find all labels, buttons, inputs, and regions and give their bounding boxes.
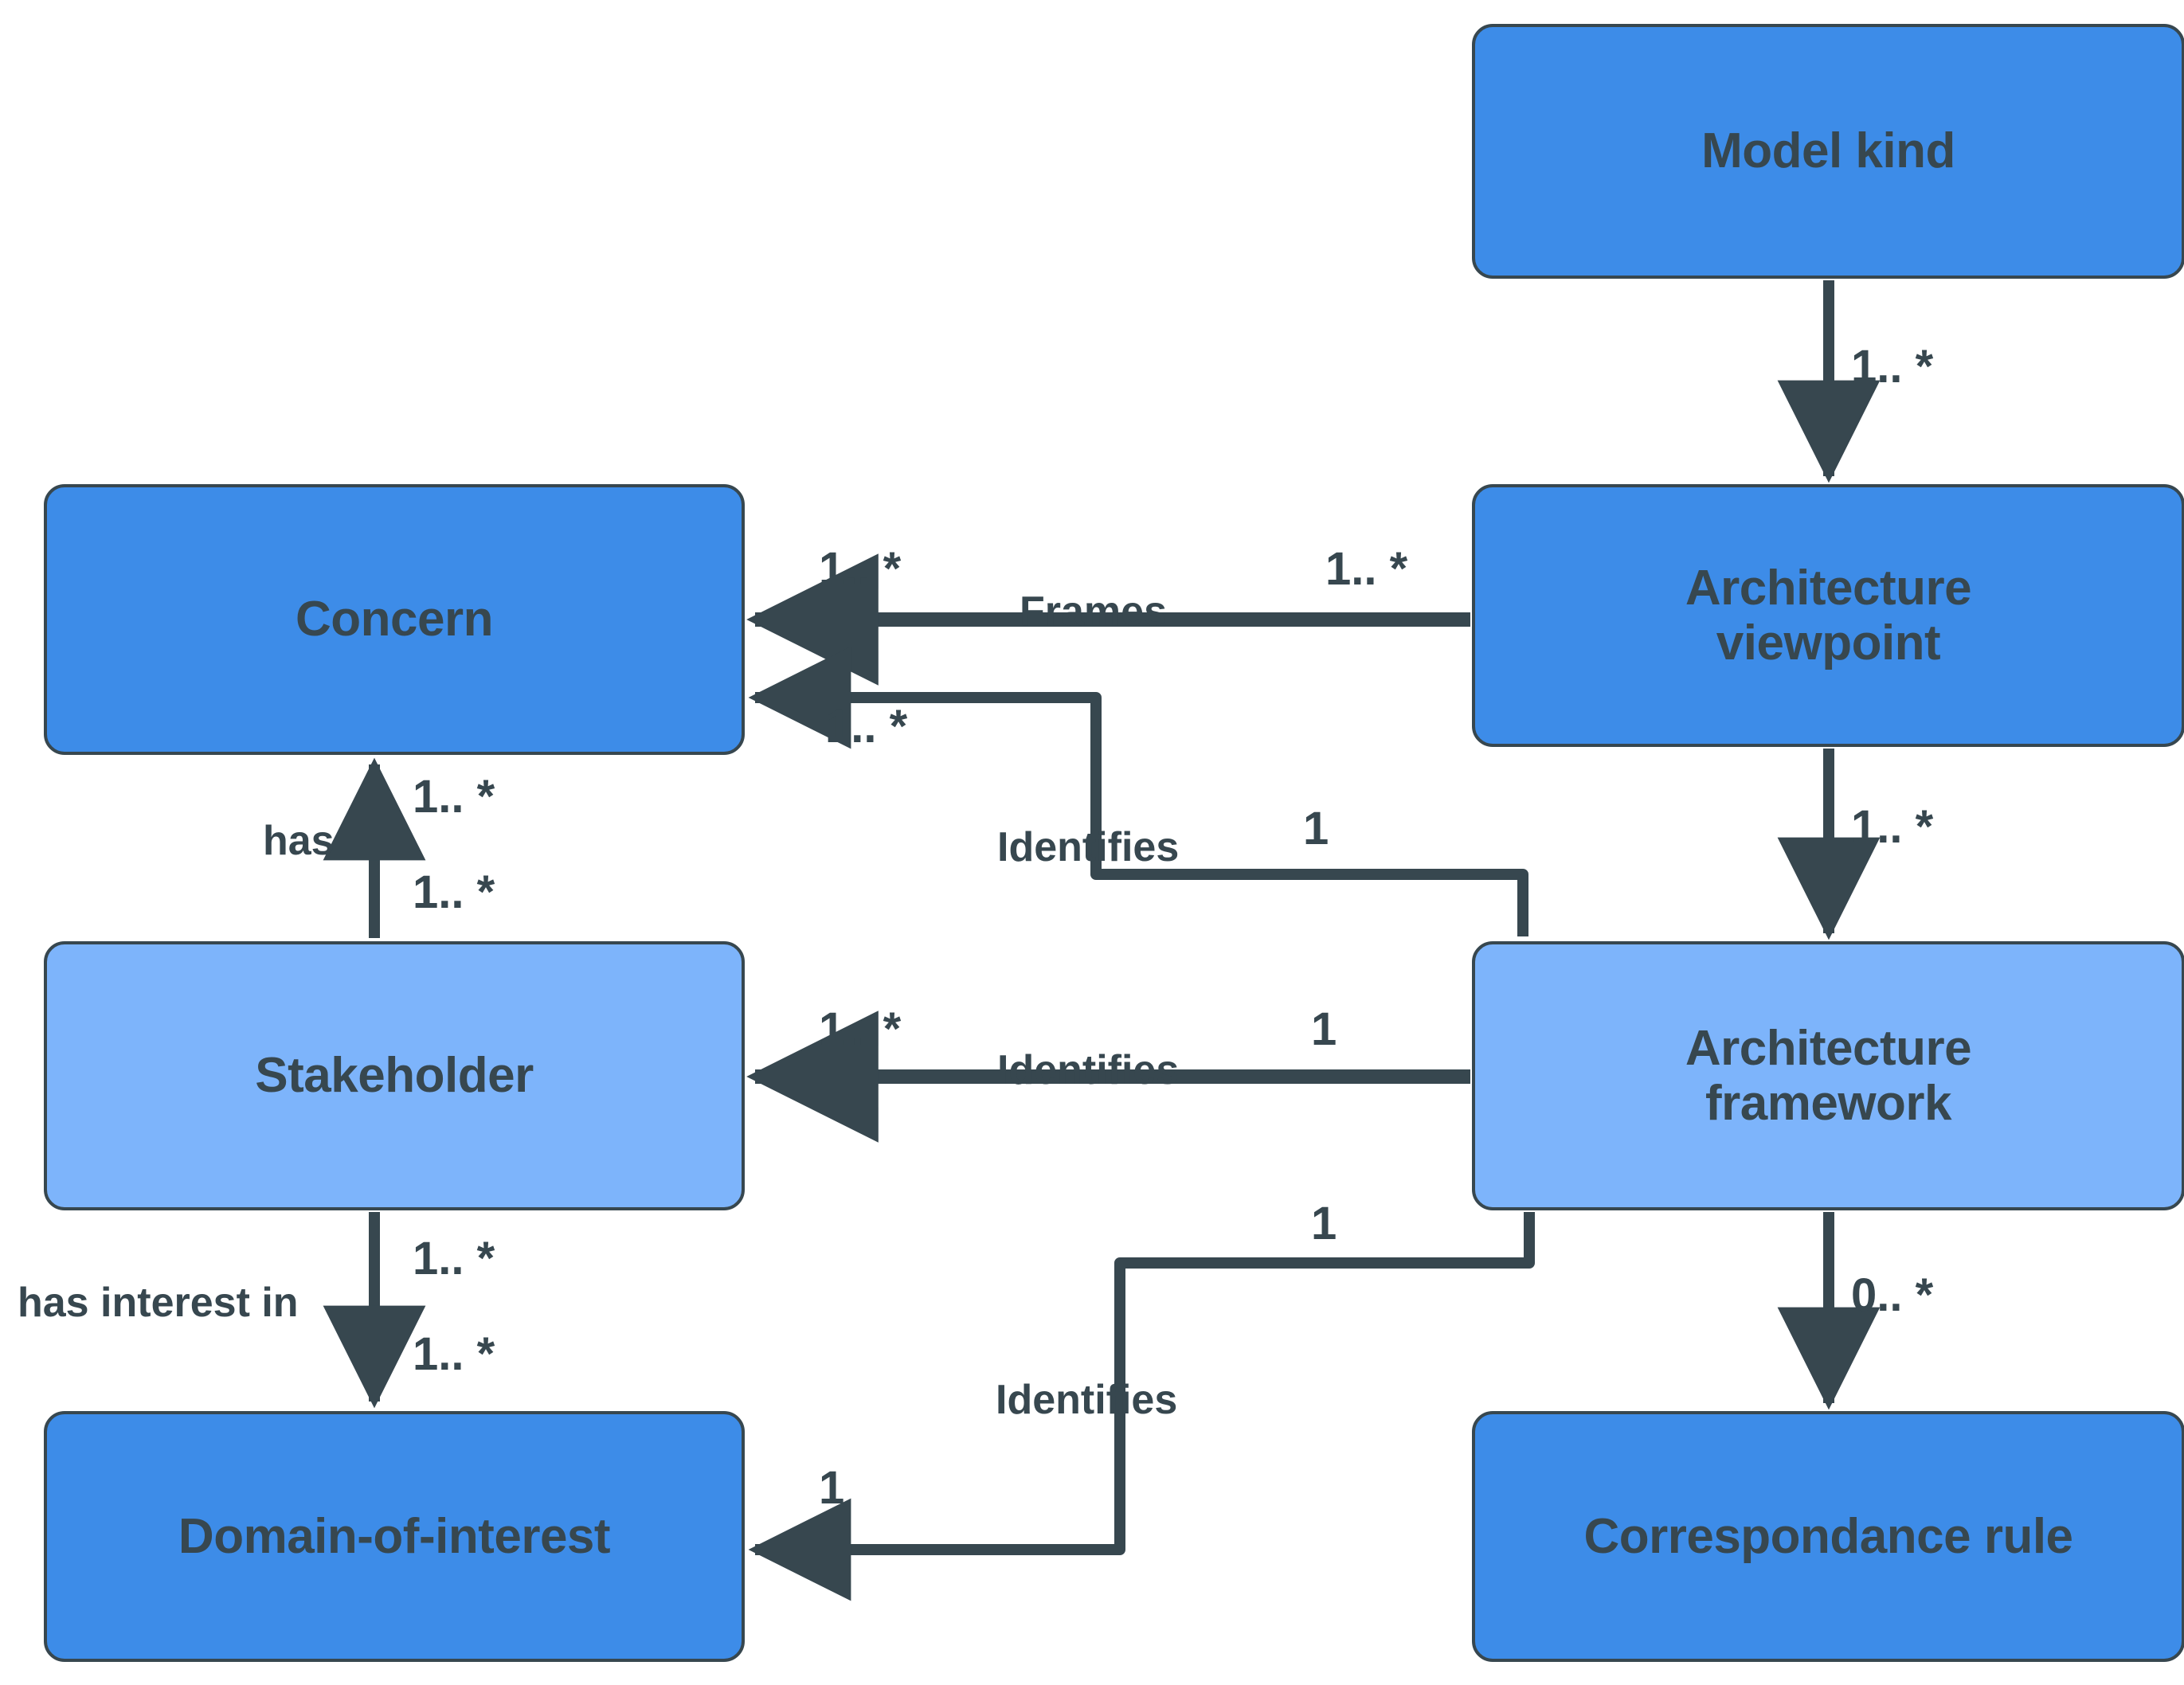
edge-label-model-kind-multiplicity: 1.. * [1851,341,1934,393]
edge-label-frames-right-multiplicity: 1.. * [1325,543,1408,595]
node-architecture-viewpoint[interactable]: Architecture viewpoint [1472,484,2184,747]
edge-label-identifies-concern: Identifies [997,824,1180,870]
edge-label-has: has [263,818,335,864]
edge-label-has-interest-bottom-multiplicity: 1.. * [413,1328,495,1380]
node-architecture-viewpoint-label-line2: viewpoint [1716,616,1941,670]
edge-label-identifies-stakeholder-right-multiplicity: 1 [1311,1003,1337,1055]
node-model-kind-label: Model kind [1701,123,1955,179]
node-architecture-framework-label: Architecture framework [1685,1020,1972,1132]
edge-label-identifies-domain-right-multiplicity: 1 [1311,1198,1337,1249]
node-stakeholder[interactable]: Stakeholder [44,941,745,1210]
node-model-kind[interactable]: Model kind [1472,24,2184,279]
edge-framework-identifies-domain [748,1212,1535,1601]
edge-label-has-interest-top-multiplicity: 1.. * [413,1233,495,1284]
edge-label-identifies-concern-right-multiplicity: 1 [1303,803,1329,854]
edge-label-identifies-domain: Identifies [996,1377,1178,1423]
edge-label-has-interest-in: has interest in [18,1280,299,1326]
node-architecture-viewpoint-label-line1: Architecture [1685,560,1972,616]
edge-label-identifies-domain-left-multiplicity: 1 [819,1462,845,1514]
node-stakeholder-label: Stakeholder [255,1048,534,1104]
node-concern[interactable]: Concern [44,484,745,755]
edge-label-identifies-stakeholder-left-multiplicity: 1.. * [819,1003,902,1055]
node-domain-of-interest-label: Domain-of-interest [178,1508,611,1564]
node-architecture-framework[interactable]: Architecture framework [1472,941,2184,1210]
node-architecture-viewpoint-label: Architecture viewpoint [1685,560,1972,671]
node-domain-of-interest[interactable]: Domain-of-interest [44,1411,745,1662]
edge-framework-identifies-concern [748,646,1528,936]
edge-label-viewpoint-framework-multiplicity: 1.. * [1851,801,1934,853]
edge-label-has-bottom-multiplicity: 1.. * [413,866,495,918]
edge-label-framework-correspondance-multiplicity: 0.. * [1851,1269,1934,1321]
node-concern-label: Concern [296,592,493,647]
node-architecture-framework-label-line1: Architecture [1685,1020,1972,1076]
edge-label-frames: Frames [1020,588,1167,635]
edge-label-identifies-concern-left-multiplicity: 1.. * [825,701,908,753]
node-correspondance-rule-label: Correspondance rule [1583,1508,2073,1564]
node-correspondance-rule[interactable]: Correspondance rule [1472,1411,2184,1662]
edge-label-has-top-multiplicity: 1.. * [413,771,495,823]
node-architecture-framework-label-line2: framework [1705,1076,1952,1131]
edge-label-identifies-stakeholder: Identifies [997,1047,1180,1093]
edge-label-frames-left-multiplicity: 1.. * [819,543,902,595]
